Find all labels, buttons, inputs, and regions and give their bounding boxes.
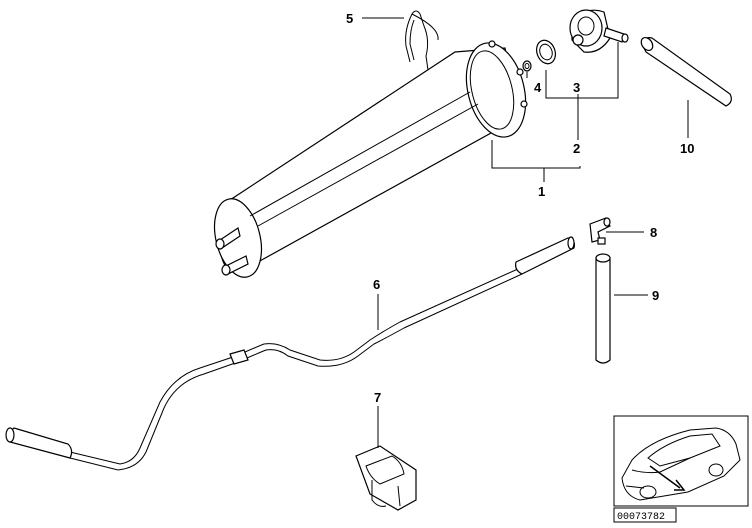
callout-9: 9 [652, 288, 659, 303]
callout-5: 5 [346, 11, 353, 26]
vehicle-thumbnail: 00073782 [613, 415, 749, 523]
callout-3: 3 [573, 80, 580, 95]
callout-7: 7 [374, 390, 381, 405]
callout-2: 2 [573, 141, 580, 156]
reference-number: 00073782 [617, 512, 665, 523]
callout-8: 8 [650, 225, 657, 240]
fuel-line-part[interactable] [5, 236, 575, 471]
elbow-connector-part[interactable] [589, 217, 611, 245]
leader-lines [362, 17, 689, 448]
car-icon [621, 427, 741, 501]
callout-6: 6 [373, 277, 380, 292]
seal-ring-part[interactable] [522, 60, 532, 72]
holder-clip-part[interactable] [355, 445, 417, 511]
hose-part[interactable] [639, 35, 732, 107]
fuel-filter-part[interactable] [207, 37, 535, 282]
pressure-regulator-part[interactable] [569, 9, 629, 53]
callout-10: 10 [680, 141, 694, 156]
straight-hose-part[interactable] [595, 253, 611, 364]
callout-1: 1 [538, 184, 545, 199]
o-ring-part[interactable] [533, 38, 558, 67]
callout-4: 4 [534, 80, 542, 95]
spring-clip-part[interactable] [405, 10, 439, 71]
